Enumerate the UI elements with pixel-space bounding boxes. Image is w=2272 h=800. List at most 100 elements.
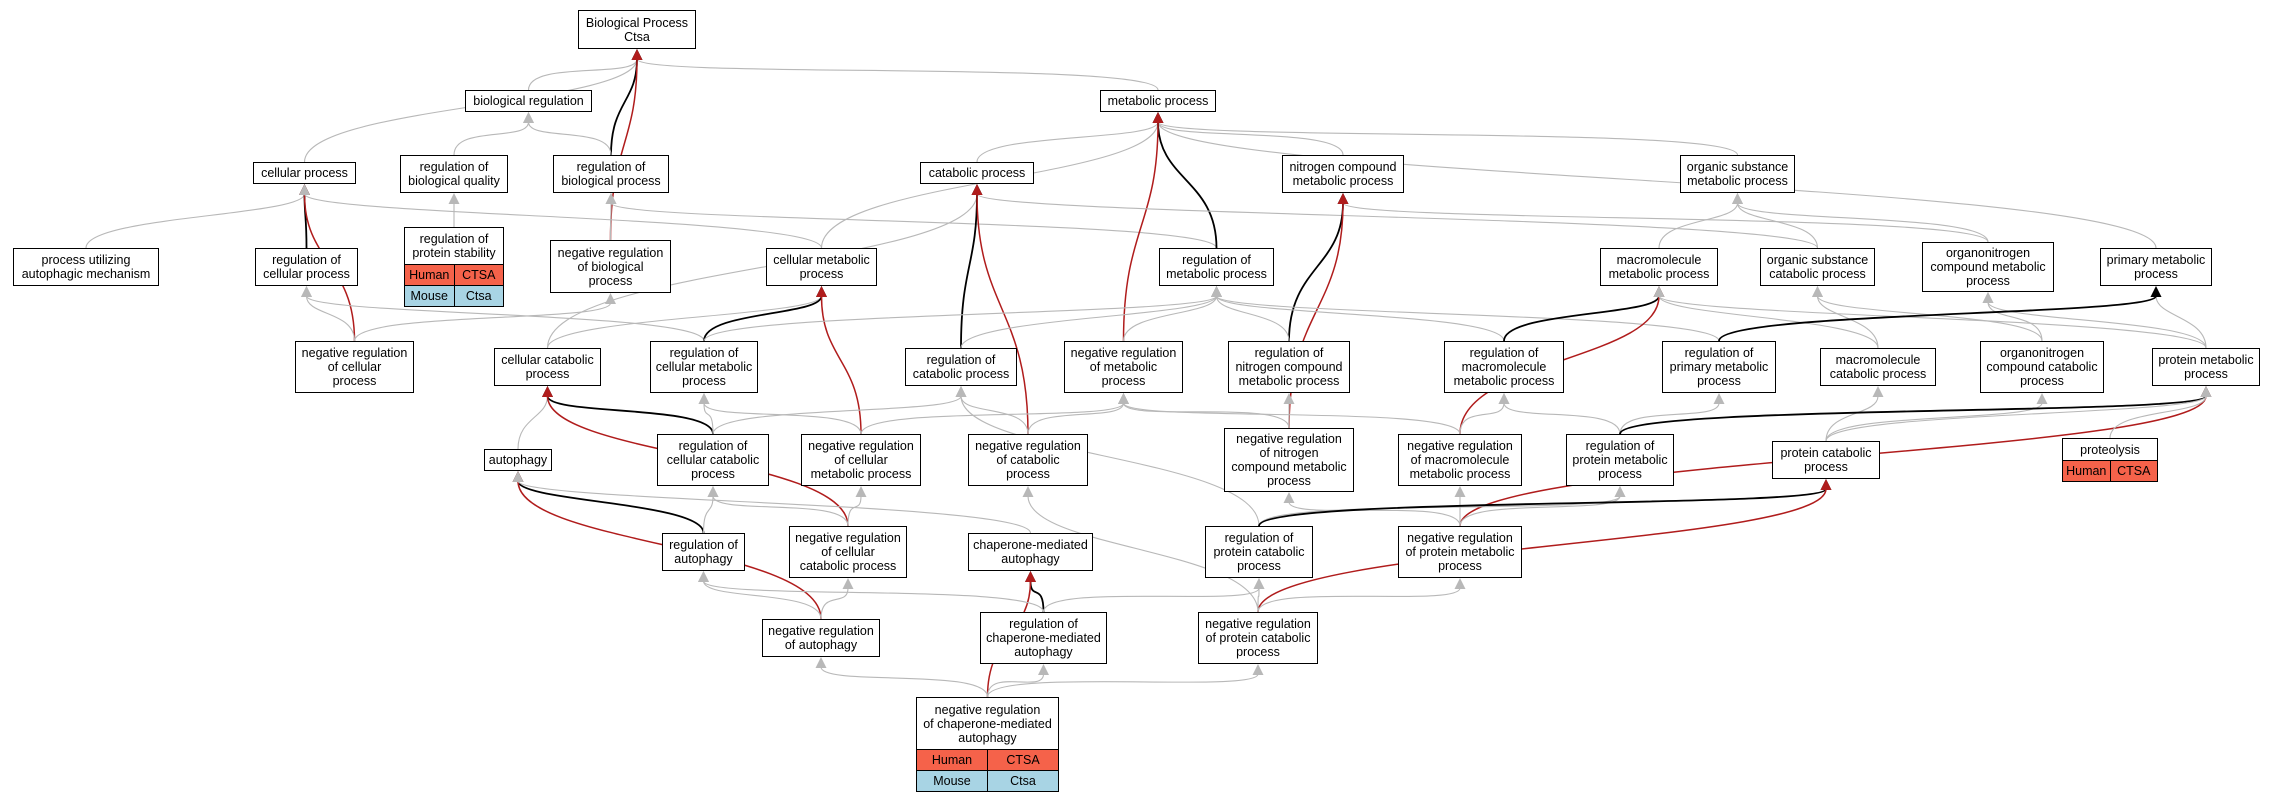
node-cellular-metabolic-process[interactable]: cellular metabolic process — [766, 248, 877, 286]
arrowhead — [1211, 286, 1222, 297]
edge-default — [702, 580, 1045, 613]
arrowhead — [1812, 286, 1823, 297]
arrowhead — [1283, 393, 1295, 404]
species-cell: Human — [931, 753, 973, 767]
node-negative-regulation-of-cellular-process[interactable]: negative regulation of cellular process — [295, 341, 414, 393]
node-protein-metabolic-process[interactable]: protein metabolic process — [2152, 348, 2260, 386]
edge-default — [1503, 402, 1621, 435]
node-negative-regulation-of-cellular-catabolic-process[interactable]: negative regulation of cellular cataboli… — [789, 526, 907, 578]
edge-default — [1658, 202, 1739, 249]
node-primary-metabolic-process[interactable]: primary metabolic process — [2100, 248, 2212, 286]
node-label: regulation of cellular catabolic process — [666, 439, 760, 481]
node-regulation-of-protein-metabolic-process[interactable]: regulation of protein metabolic process — [1566, 434, 1674, 486]
node-regulation-of-protein-catabolic-process[interactable]: regulation of protein catabolic process — [1205, 526, 1313, 578]
node-regulation-of-chaperone-mediated-autophagy[interactable]: regulation of chaperone-mediated autopha… — [980, 612, 1107, 664]
edge-default — [703, 402, 714, 435]
edge-default — [527, 58, 638, 91]
edge-default — [820, 666, 989, 698]
node-negative-regulation-of-macromolecule-metabolic-process[interactable]: negative regulation of macromolecule met… — [1398, 434, 1522, 486]
arrowhead — [971, 184, 983, 195]
edge-negative — [976, 193, 1029, 435]
arrowhead — [523, 112, 534, 123]
gene-cell: CTSA — [2109, 461, 2158, 481]
node-label: metabolic process — [1107, 94, 1209, 108]
node-catabolic-process[interactable]: catabolic process — [920, 162, 1034, 184]
arrowhead — [299, 184, 310, 195]
node-metabolic-process[interactable]: metabolic process — [1100, 90, 1216, 112]
node-process-utilizing-autophagic-mechanism[interactable]: process utilizing autophagic mechanism — [13, 248, 159, 286]
node-organic-substance-catabolic-process[interactable]: organic substance catabolic process — [1760, 248, 1875, 286]
node-regulation-of-biological-quality[interactable]: regulation of biological quality — [400, 155, 508, 193]
edge-default — [546, 193, 978, 349]
edge-default — [2109, 395, 2207, 439]
node-negative-regulation-of-chaperone-mediated-autophagy[interactable]: negative regulation of chaperone-mediate… — [916, 697, 1059, 792]
node-organonitrogen-compound-metabolic-process[interactable]: organonitrogen compound metabolic proces… — [1922, 242, 2054, 292]
node-biological-process-ctsa[interactable]: Biological Process Ctsa — [578, 10, 696, 49]
node-organic-substance-metabolic-process[interactable]: organic substance metabolic process — [1680, 155, 1795, 193]
arrowhead — [1283, 492, 1295, 503]
node-label: regulation of nitrogen compound metaboli… — [1235, 346, 1343, 388]
node-negative-regulation-of-protein-catabolic-process[interactable]: negative regulation of protein catabolic… — [1198, 612, 1318, 664]
node-chaperone-mediated-autophagy[interactable]: chaperone-mediated autophagy — [968, 533, 1093, 571]
edge-default — [1157, 121, 2157, 249]
node-regulation-of-metabolic-process[interactable]: regulation of metabolic process — [1159, 248, 1274, 286]
node-negative-regulation-of-nitrogen-compound-metabolic-process[interactable]: negative regulation of nitrogen compound… — [1224, 428, 1354, 492]
node-label: proteolysis — [2080, 442, 2140, 457]
node-negative-regulation-of-biological-process[interactable]: negative regulation of biological proces… — [550, 240, 671, 293]
node-regulation-of-cellular-catabolic-process[interactable]: regulation of cellular catabolic process — [657, 434, 769, 486]
node-regulation-of-autophagy[interactable]: regulation of autophagy — [662, 533, 745, 571]
node-autophagy[interactable]: autophagy — [484, 449, 552, 471]
node-cellular-process[interactable]: cellular process — [253, 162, 356, 184]
edge-default — [1042, 587, 1260, 613]
node-macromolecule-catabolic-process[interactable]: macromolecule catabolic process — [1820, 348, 1936, 386]
node-label: primary metabolic process — [2106, 253, 2206, 281]
node-regulation-of-nitrogen-compound-metabolic-process[interactable]: regulation of nitrogen compound metaboli… — [1228, 341, 1350, 393]
node-negative-regulation-of-metabolic-process[interactable]: negative regulation of metabolic process — [1064, 341, 1183, 393]
edge-default — [820, 121, 1159, 249]
node-label: negative regulation of catabolic process — [975, 439, 1081, 481]
node-regulation-of-catabolic-process[interactable]: regulation of catabolic process — [905, 348, 1017, 386]
edge-default — [1987, 301, 2043, 342]
node-macromolecule-metabolic-process[interactable]: macromolecule metabolic process — [1600, 248, 1718, 286]
arrowhead — [1022, 486, 1034, 497]
node-label: regulation of macromolecule metabolic pr… — [1453, 346, 1555, 388]
node-regulation-of-cellular-metabolic-process[interactable]: regulation of cellular metabolic process — [650, 341, 758, 393]
species-cell: Human — [2066, 464, 2107, 478]
node-label: Biological Process Ctsa — [585, 15, 689, 44]
node-regulation-of-cellular-process[interactable]: regulation of cellular process — [255, 248, 358, 286]
edge-default — [1736, 202, 1819, 249]
node-nitrogen-compound-metabolic-process[interactable]: nitrogen compound metabolic process — [1282, 155, 1404, 193]
edge-is_a — [1503, 295, 1660, 342]
node-protein-catabolic-process[interactable]: protein catabolic process — [1772, 441, 1880, 479]
edge-is_a — [1157, 121, 1218, 249]
node-regulation-of-macromolecule-metabolic-process[interactable]: regulation of macromolecule metabolic pr… — [1444, 341, 1564, 393]
node-label: negative regulation of chaperone-mediate… — [923, 702, 1052, 745]
node-regulation-of-biological-process[interactable]: regulation of biological process — [553, 155, 669, 193]
node-label: regulation of chaperone-mediated autopha… — [986, 617, 1101, 659]
node-label: regulation of cellular process — [263, 253, 350, 281]
edge-default — [847, 495, 862, 527]
node-cellular-catabolic-process[interactable]: cellular catabolic process — [494, 348, 601, 386]
node-biological-regulation[interactable]: biological regulation — [465, 90, 592, 112]
node-regulation-of-primary-metabolic-process[interactable]: regulation of primary metabolic process — [1662, 341, 1776, 393]
edge-default — [1825, 395, 1879, 442]
edge-is_a — [546, 395, 714, 435]
node-negative-regulation-of-protein-metabolic-process[interactable]: negative regulation of protein metabolic… — [1398, 526, 1522, 578]
node-organonitrogen-compound-catabolic-process[interactable]: organonitrogen compound catabolic proces… — [1980, 341, 2104, 393]
edge-default — [1215, 295, 1505, 342]
node-label: macromolecule metabolic process — [1608, 253, 1710, 281]
edge-default — [986, 673, 1259, 698]
node-label: regulation of protein metabolic process — [1572, 439, 1668, 481]
node-negative-regulation-of-catabolic-process[interactable]: negative regulation of catabolic process — [968, 434, 1088, 486]
node-negative-regulation-of-autophagy[interactable]: negative regulation of autophagy — [762, 619, 880, 657]
edge-default — [305, 295, 356, 342]
edge-default — [712, 495, 849, 527]
node-negative-regulation-of-cellular-metabolic-process[interactable]: negative regulation of cellular metaboli… — [801, 434, 921, 486]
edge-is_a — [1718, 295, 2157, 342]
